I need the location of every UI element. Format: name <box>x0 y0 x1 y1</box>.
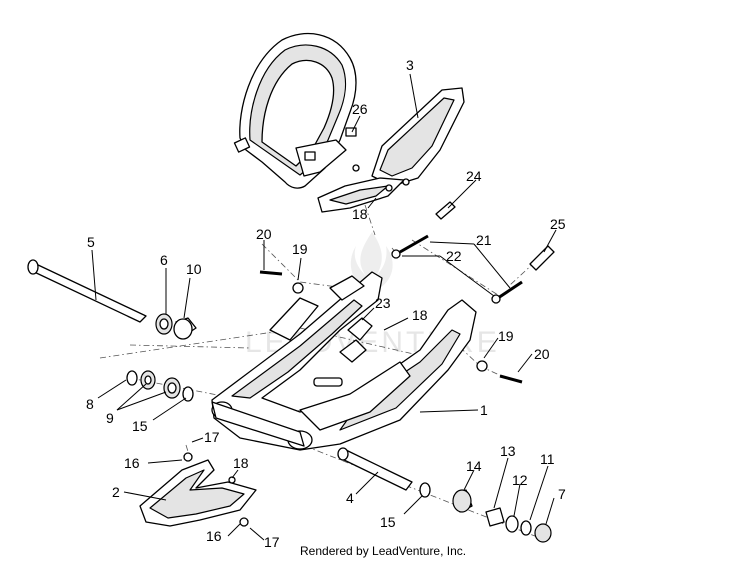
callout-20-right: 20 <box>534 346 550 362</box>
callout-2: 2 <box>112 484 120 500</box>
part-swingarm <box>211 271 477 451</box>
callout-12: 12 <box>512 472 528 488</box>
callout-3: 3 <box>406 57 414 73</box>
callouts: 1 2 3 4 5 6 7 8 9 10 11 12 13 14 15 15 1… <box>86 57 566 550</box>
callout-9: 9 <box>106 410 114 426</box>
callout-16-lower: 16 <box>206 528 222 544</box>
render-credit: Rendered by LeadVenture, Inc. <box>300 544 467 558</box>
part-bearings-right <box>419 482 552 543</box>
callout-18-middle: 18 <box>412 307 428 323</box>
callout-19-left: 19 <box>292 241 308 257</box>
part-bracket <box>339 317 373 363</box>
part-rear-shaft <box>337 447 413 491</box>
callout-5: 5 <box>87 234 95 250</box>
part-bolts-side <box>259 270 523 384</box>
part-chain-slider <box>139 452 257 527</box>
callout-16-upper: 16 <box>124 455 140 471</box>
callout-18-bottom: 18 <box>233 455 249 471</box>
callout-1: 1 <box>480 402 488 418</box>
callout-14: 14 <box>466 458 482 474</box>
part-bolts-upper <box>391 234 523 304</box>
part-pivot-shaft <box>27 259 147 323</box>
part-rear-hugger <box>233 33 357 189</box>
part-bearings-left-upper <box>155 313 197 340</box>
callout-20-left: 20 <box>256 226 272 242</box>
callout-18-top: 18 <box>352 206 368 222</box>
callout-17-upper: 17 <box>204 429 220 445</box>
callout-19-right: 19 <box>498 328 514 344</box>
callout-17-lower: 17 <box>264 534 280 550</box>
callout-22: 22 <box>446 248 462 264</box>
part-bearings-left-lower <box>126 370 194 402</box>
callout-26: 26 <box>352 101 368 117</box>
callout-15-left: 15 <box>132 418 148 434</box>
callout-24: 24 <box>466 168 482 184</box>
callout-4: 4 <box>346 490 354 506</box>
callout-25: 25 <box>550 216 566 232</box>
callout-7: 7 <box>558 486 566 502</box>
callout-21: 21 <box>476 232 492 248</box>
callout-13: 13 <box>500 443 516 459</box>
leader-lines <box>91 73 557 541</box>
callout-10: 10 <box>186 261 202 277</box>
callout-6: 6 <box>160 252 168 268</box>
callout-8: 8 <box>86 396 94 412</box>
watermark-flame-icon <box>350 232 393 292</box>
callout-15-right: 15 <box>380 514 396 530</box>
part-chain-guard <box>317 87 465 213</box>
callout-11: 11 <box>540 451 555 467</box>
callout-23: 23 <box>375 295 391 311</box>
